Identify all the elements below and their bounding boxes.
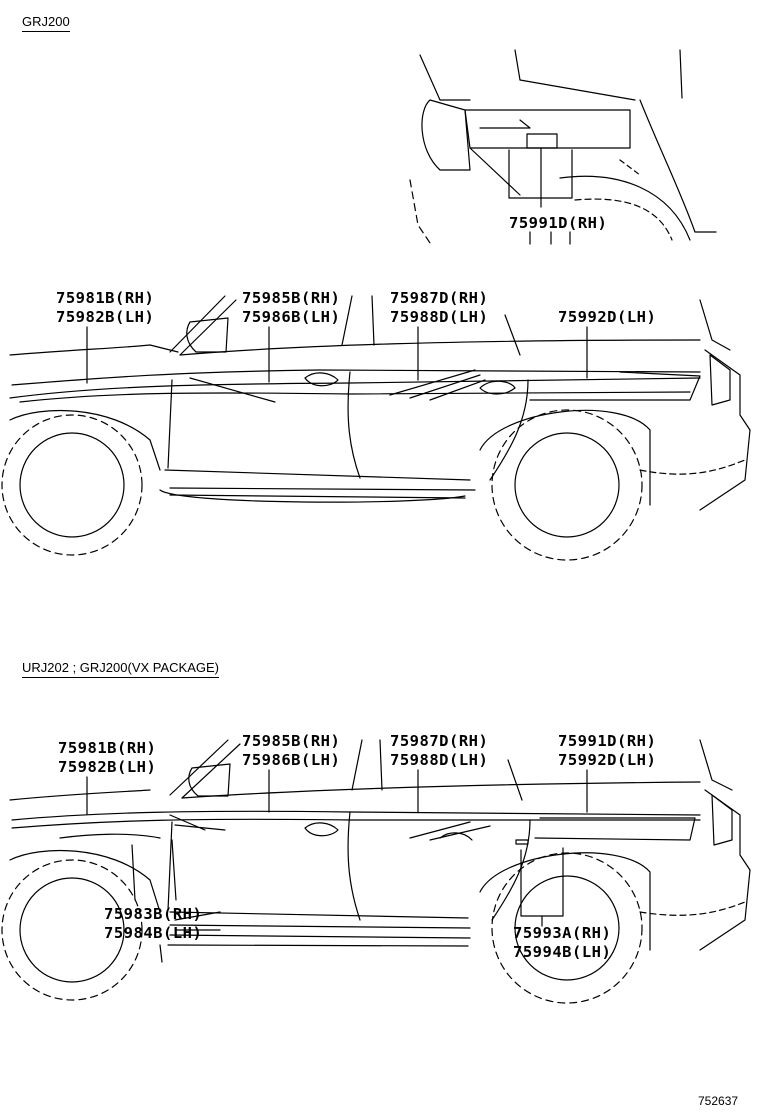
part-code-75983b-rh-vx: 75983B(RH) — [104, 905, 203, 923]
part-code-75986b-lh-vx: 75986B(LH) — [242, 751, 341, 769]
part-code-75993a-rh-vx: 75993A(RH) — [513, 924, 612, 942]
part-code-75981b-rh: 75981B(RH) — [56, 289, 155, 307]
part-code-75985b-rh: 75985B(RH) — [242, 289, 341, 307]
part-code-75991d-rh: 75991D(RH) — [509, 214, 608, 232]
part-code-75982b-lh: 75982B(LH) — [56, 308, 155, 326]
rear-detail-view — [410, 50, 716, 244]
part-code-75984b-lh-vx: 75984B(LH) — [104, 924, 203, 942]
part-code-75991d-rh-vx: 75991D(RH) — [558, 732, 657, 750]
part-code-75986b-lh: 75986B(LH) — [242, 308, 341, 326]
part-code-75994b-lh-vx: 75994B(LH) — [513, 943, 612, 961]
part-code-75987d-rh: 75987D(RH) — [390, 289, 489, 307]
figure-id: 752637 — [698, 1094, 739, 1108]
part-code-75981b-rh-vx: 75981B(RH) — [58, 739, 157, 757]
section-title-urj202-grj200-vx: URJ202 ; GRJ200(VX PACKAGE) — [22, 660, 219, 678]
part-code-75982b-lh-vx: 75982B(LH) — [58, 758, 157, 776]
section-title-grj200: GRJ200 — [22, 14, 70, 32]
part-code-75988d-lh-vx: 75988D(LH) — [390, 751, 489, 769]
part-code-75988d-lh: 75988D(LH) — [390, 308, 489, 326]
part-code-75992d-lh: 75992D(LH) — [558, 308, 657, 326]
part-code-75992d-lh-vx: 75992D(LH) — [558, 751, 657, 769]
part-code-75985b-rh-vx: 75985B(RH) — [242, 732, 341, 750]
part-code-75987d-rh-vx: 75987D(RH) — [390, 732, 489, 750]
side-view-1 — [2, 296, 750, 560]
side-view-2 — [2, 740, 750, 1003]
